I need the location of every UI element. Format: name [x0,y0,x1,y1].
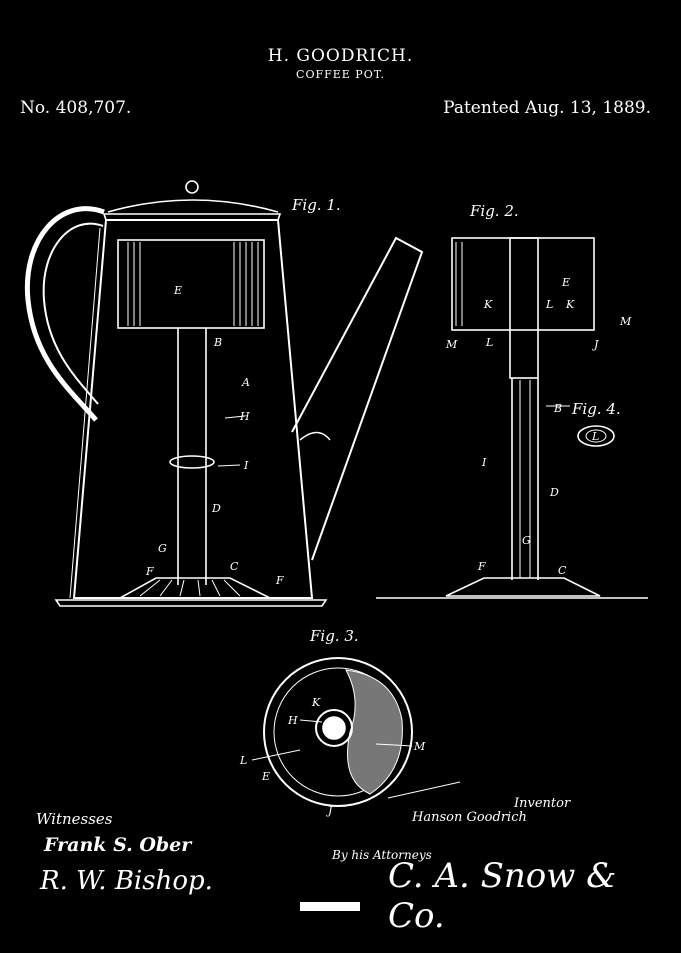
lid-dome [107,199,279,213]
ref-J-fig2: J [592,338,599,351]
patent-number: No. 408,707. [20,98,132,118]
ref-B-fig2: B [553,402,562,415]
witnesses-label: Witnesses [36,810,113,828]
ref-K-fig2a: K [483,298,493,311]
ref-L-fig4: L [591,430,599,443]
patent-invention-title: COFFEE POT. [296,68,385,81]
pot-body [72,219,314,599]
ref-E-fig2: E [561,276,570,289]
witness-1-signature: Frank S. Ober [44,834,192,856]
ref-A-fig1: A [241,376,250,389]
ref-C-fig2: C [558,564,567,577]
ref-K-fig3: K [311,696,321,709]
fig3-plan-view [263,657,461,807]
lid-knob [185,180,199,194]
fig1-label: Fig. 1. [291,196,341,214]
ref-F-fig1a: F [145,565,154,578]
fig2-label: Fig. 2. [469,202,519,220]
ref-E-fig3: E [261,770,270,783]
pot-spout [291,236,424,561]
bottom-bar [300,902,360,911]
fig2-basket [451,237,595,331]
pot-handle [24,206,105,422]
fig4-label: Fig. 4. [571,400,621,418]
ref-L-fig2b: L [485,336,493,349]
fig2-inner-tube [509,237,539,379]
fig1-base-plate [54,599,328,607]
inventor-label: Inventor [514,796,571,811]
ref-F-fig1b: F [275,574,284,587]
ref-L-fig3: L [239,754,247,767]
patent-inventor-name: H. GOODRICH. [267,46,414,66]
fig1-basket [117,239,265,329]
ref-M-fig3: M [413,740,426,753]
witness-2-signature: R. W. Bishop. [40,866,213,896]
ref-J-fig3: J [326,804,333,817]
ref-M-fig2a: M [619,315,632,328]
ref-E-fig1: E [173,284,182,297]
fig2-section [376,237,648,599]
fig1-collar [169,455,215,469]
ref-L-fig2a: L [545,298,553,311]
inventor-signature: Hanson Goodrich [412,810,527,825]
fig4-washer [577,425,615,447]
ref-I-fig2: I [481,456,487,469]
ref-G-fig1: G [158,542,167,555]
ref-H-fig1: H [239,410,250,423]
ref-I-fig1: I [243,459,249,472]
ref-D-fig1: D [211,502,221,515]
ref-M-fig2b: M [445,338,458,351]
fig1-base-spreader [119,577,271,599]
ref-H-fig3: H [287,714,298,727]
attorney-signature: C. A. Snow & Co. [388,856,617,936]
fig3-label: Fig. 3. [309,627,359,645]
ref-F-fig2: F [477,560,486,573]
attorneys-label: By his Attorneys [332,848,432,862]
fig2-base [445,577,601,597]
ref-B-fig1: B [213,336,222,349]
ref-K-fig2b: K [565,298,575,311]
fig1-coffee-pot [24,180,424,607]
ref-G-fig2: G [522,534,531,547]
fig3-center [322,716,346,740]
ref-C-fig1: C [230,560,239,573]
patent-date: Patented Aug. 13, 1889. [443,98,651,118]
fig3-cutaway [345,669,403,795]
ref-D-fig2: D [549,486,559,499]
